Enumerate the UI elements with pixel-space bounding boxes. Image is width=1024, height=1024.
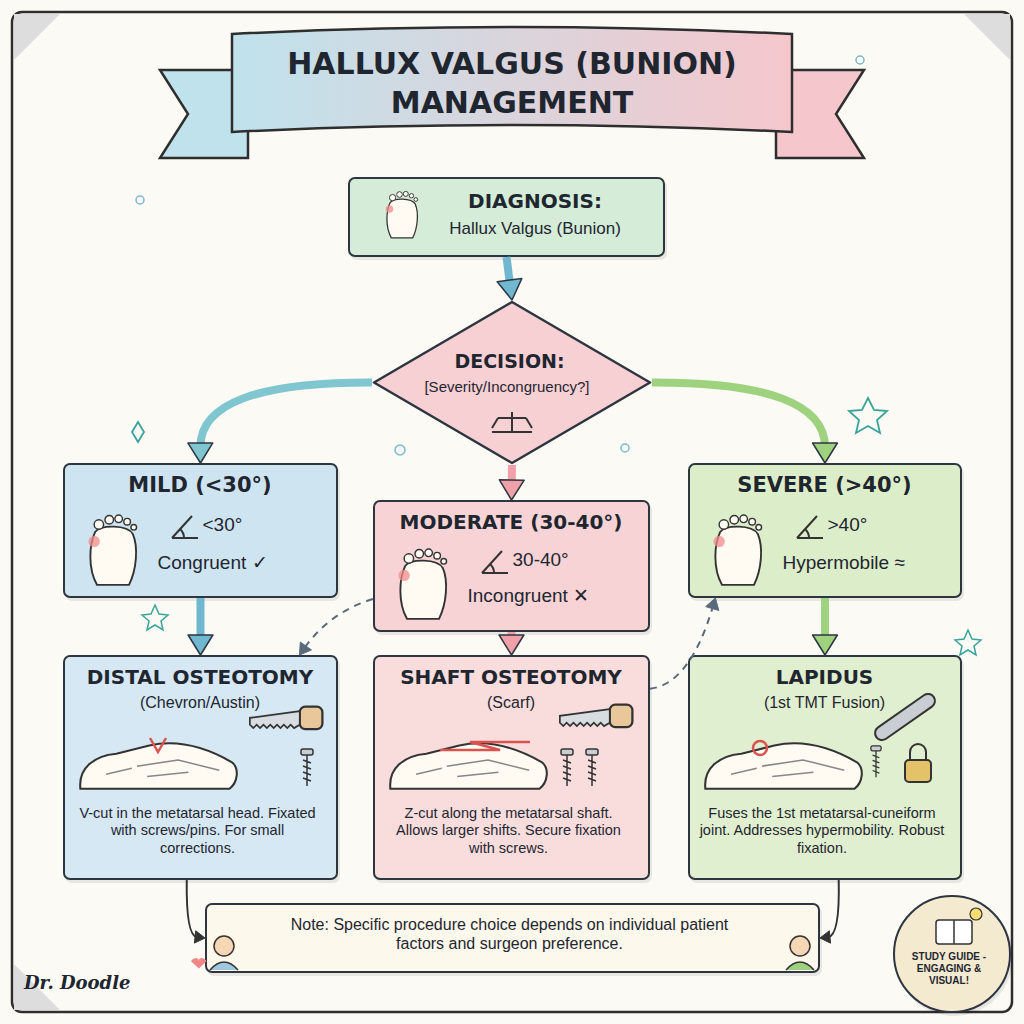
node-heading: LAPIDUS <box>690 665 959 689</box>
arrow-head <box>813 443 838 463</box>
node-heading: SEVERE (>40°) <box>690 473 959 499</box>
star-doodle <box>849 398 887 433</box>
arrow-head <box>188 635 213 655</box>
flow-arrow <box>820 880 839 943</box>
node-heading: SHAFT OSTEOTOMY <box>375 665 647 689</box>
procedure-box: SHAFT OSTEOTOMY (Scarf) Z-cut along the me… <box>373 655 650 880</box>
node-text: <30° <box>203 513 318 536</box>
flow-arrow <box>188 598 213 655</box>
flow-arrow <box>652 382 837 463</box>
title-banner <box>232 27 792 132</box>
connector-line <box>200 382 372 447</box>
note-box: Note: Specific procedure choice depends … <box>205 903 820 973</box>
connector-line <box>305 599 373 648</box>
node-heading: MODERATE (30-40°) <box>375 510 647 534</box>
node-text: Hallux Valgus (Bunion) <box>418 219 653 240</box>
node-heading: Note: Specific procedure choice depends … <box>285 915 735 954</box>
procedure-box: LAPIDUS (1st TMT Fusion) Fuses the 1st met… <box>688 655 962 880</box>
connector-line <box>828 880 839 937</box>
node-text: [Severity/Incongruency?] <box>400 378 615 396</box>
arrow-head <box>497 279 522 300</box>
connector-line <box>821 598 829 639</box>
flow-arrow <box>300 599 374 655</box>
arrow-head <box>499 635 524 655</box>
arrow-head <box>194 931 205 943</box>
flow-arrow <box>188 382 372 463</box>
arrow-head <box>188 443 213 463</box>
node-text: Fuses the 1st metatarsal-cuneiform joint… <box>700 805 945 858</box>
flow-arrow <box>497 257 522 300</box>
node-text: (1st TMT Fusion) <box>690 693 959 713</box>
page-frame <box>12 12 1012 1012</box>
dot-doodle <box>856 56 864 64</box>
node-text: Z-cut along the metatarsal shaft. Allows… <box>385 805 633 858</box>
connector-line <box>652 382 825 447</box>
dot-doodle <box>136 196 144 204</box>
arrow-head <box>813 635 838 655</box>
title: HALLUX VALGUS (BUNION) MANAGEMENT <box>262 44 762 122</box>
node-text: V-cut in the metatarsal head. Fixated wi… <box>75 805 321 858</box>
node-heading: DIAGNOSIS: <box>418 189 653 213</box>
flow-arrow <box>813 598 838 655</box>
connector-line <box>508 465 516 484</box>
arrow-head <box>706 598 719 610</box>
arrow-head <box>300 642 312 655</box>
flow-arrow <box>499 465 524 500</box>
sparkle <box>132 422 144 442</box>
arrow-head <box>499 480 524 500</box>
node-text: Hypermobile ≈ <box>783 551 953 574</box>
node-heading: MILD (<30°) <box>65 473 335 499</box>
node-heading: STUDY GUIDE - ENGAGING & VISUAL! <box>907 951 992 988</box>
corner-hatch <box>964 14 1010 60</box>
node-text: >40° <box>828 513 943 536</box>
node-text: 30-40° <box>513 548 628 571</box>
node-text: Congruent ✓ <box>158 551 328 574</box>
ribbon-tail <box>160 70 248 158</box>
flow-arrow <box>499 632 524 655</box>
connector-line <box>508 632 516 639</box>
star-doodle <box>142 605 168 630</box>
badge-circle: STUDY GUIDE - ENGAGING & VISUAL! <box>893 895 1011 1013</box>
node-text: (Scarf) <box>375 693 647 713</box>
category-box: SEVERE (>40°) >40° Hypermobile ≈ <box>688 463 962 598</box>
dot-doodle <box>621 444 629 452</box>
node-text: Incongruent ✕ <box>468 584 638 607</box>
node-heading: DECISION: <box>372 350 647 373</box>
diagnosis-box: DIAGNOSIS: Hallux Valgus (Bunion) <box>348 177 665 257</box>
flow-arrow <box>187 880 205 943</box>
signature-label: Dr. Doodle <box>24 972 130 994</box>
category-box: MODERATE (30-40°) 30-40° Incongruent ✕ <box>373 500 650 632</box>
corner-hatch <box>14 14 60 60</box>
node-text: (Chevron/Austin) <box>65 693 335 713</box>
decision-diamond: DECISION: [Severity/Incongruency?] <box>372 300 652 465</box>
connector-line <box>197 598 205 639</box>
arrow-head <box>820 931 831 943</box>
category-box: MILD (<30°) <30° Congruent ✓ <box>63 463 338 598</box>
connector-line <box>187 880 197 937</box>
procedure-box: DISTAL OSTEOTOMY (Chevron/Austin) V-cut in… <box>63 655 338 880</box>
ribbon-tail <box>776 70 864 158</box>
dot-doodle <box>395 445 405 455</box>
star-doodle <box>955 630 981 655</box>
connector-line <box>507 257 510 284</box>
node-heading: DISTAL OSTEOTOMY <box>65 665 335 689</box>
